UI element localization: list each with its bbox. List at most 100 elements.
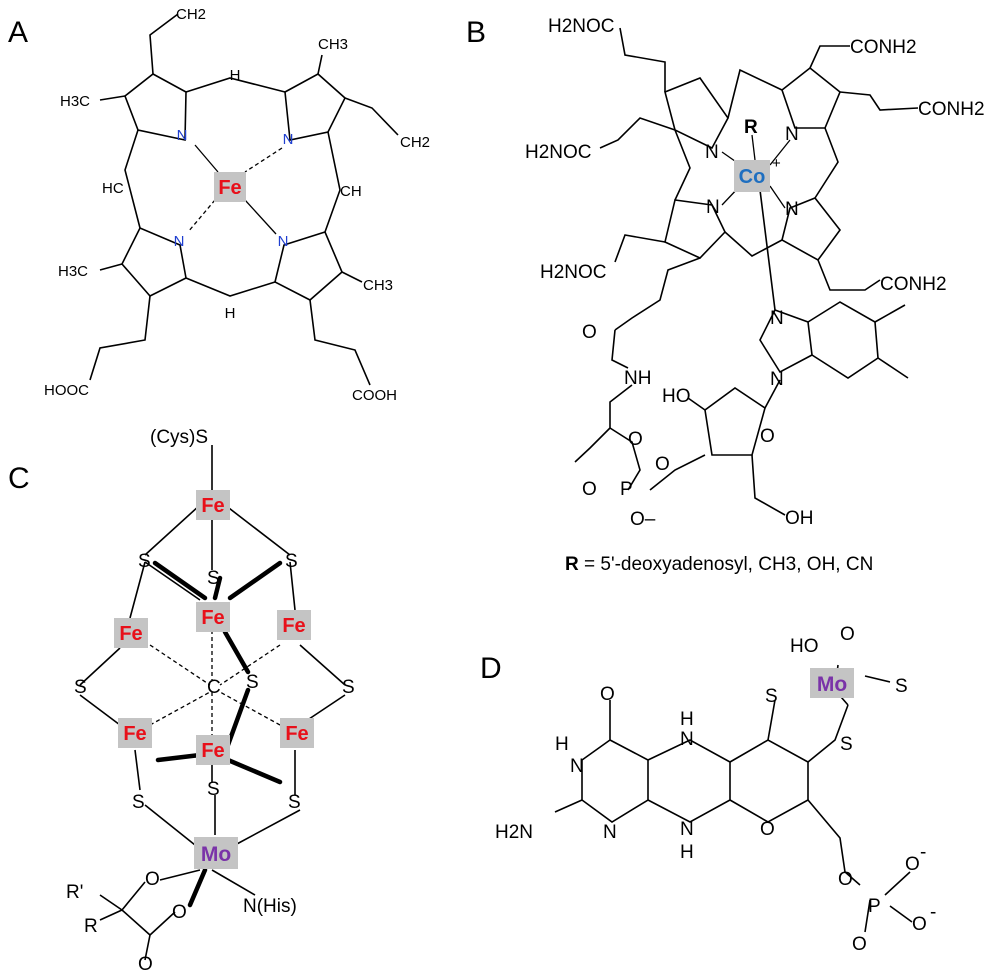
pterin-n1: N — [570, 756, 584, 777]
n-label-b1: N — [705, 142, 719, 163]
s-label-c5: S — [342, 677, 355, 698]
n-label-a4: N — [278, 233, 289, 250]
n-label-a1: N — [177, 127, 188, 144]
n-label-b3: N — [706, 197, 720, 218]
side-chain-1 — [619, 27, 666, 92]
imidazole-n2: N — [770, 369, 784, 390]
benzene-ring — [807, 301, 879, 379]
bonds-side-s — [79, 644, 346, 686]
panel-b-cobalamin: B Co — [466, 16, 985, 575]
meso-h-top: H — [230, 67, 241, 84]
r-prime-label: R' — [66, 882, 83, 903]
pyrrole-bottom-right — [274, 231, 343, 301]
phosphate-p: P — [620, 479, 633, 500]
dithiolene-s1: S — [765, 686, 778, 707]
phosphate-o-double: O — [852, 934, 867, 955]
side-chain-4 — [599, 117, 676, 149]
homocitrate-o2: O — [172, 902, 187, 923]
dimethyl-bonds — [874, 304, 909, 379]
amide-label-5: H2NOC — [540, 262, 607, 283]
panel-b-label: B — [466, 16, 486, 49]
pterin-n3: H — [680, 709, 694, 730]
mo-label-c: Mo — [201, 843, 231, 866]
propanolamine — [574, 384, 633, 463]
n-label-a3: N — [174, 233, 185, 250]
carbide-bonds — [149, 630, 281, 740]
s-label-c4: S — [74, 677, 87, 698]
fe-label-c7: Fe — [285, 723, 308, 745]
corrin-ring-1 — [664, 77, 729, 150]
meso-bridge-left — [124, 129, 141, 229]
fe-label-c5: Fe — [123, 723, 146, 745]
meso-h-bottom: H — [225, 305, 236, 322]
ribose-ring — [704, 387, 766, 456]
fe-box-c6 — [196, 735, 230, 765]
side-chain-3 — [839, 91, 919, 111]
fe-box-c4 — [277, 610, 311, 640]
mo-box-c — [194, 837, 238, 869]
fe-label-c4: Fe — [282, 615, 305, 637]
vinyl-ch2-1: CH2 — [176, 6, 206, 23]
cys-s-label: (Cys)S — [150, 427, 208, 448]
moco-substituents — [554, 699, 861, 886]
s-label-c9: S — [288, 792, 301, 813]
fe-label-c3: Fe — [201, 607, 224, 629]
ribose-ch2oh — [751, 454, 786, 516]
panel-d-label: D — [480, 652, 502, 685]
fe-label-a: Fe — [218, 177, 241, 199]
pterin-n4: N — [680, 819, 694, 840]
amino-label: H2N — [495, 822, 533, 843]
amide-label-3: CONH2 — [918, 99, 985, 120]
side-chain-7 — [614, 257, 701, 331]
minus-sign-2: - — [930, 902, 936, 923]
pyrimidine-ring — [581, 700, 649, 823]
bond-co-benzimidazole — [759, 189, 776, 311]
dithiolene-s2: S — [840, 734, 853, 755]
pterin-n4-h: H — [680, 842, 694, 863]
bond-fe-n3 — [187, 199, 216, 233]
bond-co-n2 — [769, 139, 791, 166]
fe-label-c2: Fe — [119, 623, 142, 645]
fe-box-a — [214, 172, 246, 202]
phosphate-o-ester: O — [838, 869, 853, 890]
carbide-c-label: C — [207, 677, 221, 698]
pyrazine-ring — [647, 739, 731, 823]
pyrrole-bottom-left — [121, 226, 187, 297]
methyl-bond-3 — [99, 263, 123, 271]
phosphate-bonds-d — [864, 871, 913, 933]
methyl-label-3: H3C — [58, 263, 88, 280]
bonds-upper-s — [129, 561, 296, 619]
pterin-n3-n: N — [680, 729, 694, 750]
bonds-mo-ligands — [159, 869, 256, 896]
minus-sign-1: - — [920, 842, 926, 863]
fe-box-c7 — [280, 718, 314, 748]
phosphate-ribose — [649, 454, 706, 491]
phosphate-o1: O — [628, 429, 643, 450]
amide-nh-bond — [611, 329, 629, 369]
mo-sulfido-label: S — [895, 676, 908, 697]
methyl-label-2: H3C — [60, 93, 90, 110]
side-chain-2 — [809, 45, 850, 69]
propionate-2 — [309, 299, 371, 386]
methyl-bond-2 — [99, 95, 126, 101]
mo-ho-label: HO — [790, 636, 819, 657]
amide-label-1: H2NOC — [548, 16, 615, 37]
bonds-s-mo — [144, 795, 301, 846]
panel-a-heme: A Fe N N N N H H HC — [8, 6, 430, 404]
pyrrole-top-left — [124, 73, 187, 141]
fe-box-c1 — [196, 490, 230, 520]
vinyl-1 — [149, 13, 179, 75]
panel-c-femoco: C Fe Fe Fe Fe Fe Fe Fe Mo (Cys)S S S — [8, 427, 355, 975]
panel-c-label: C — [8, 462, 30, 495]
pterin-h-label: H — [555, 734, 569, 755]
co-box — [734, 160, 770, 192]
amide-label-6: CONH2 — [880, 274, 947, 295]
corrin-bridge-right — [814, 127, 839, 199]
bond-co-r — [751, 134, 756, 161]
acid-label-1: HOOC — [44, 382, 89, 399]
wedge-bonds-lower — [155, 752, 283, 785]
carbonyl-o-b: O — [582, 322, 597, 343]
bond-co-n4 — [769, 185, 786, 209]
meso-bridge-right — [324, 131, 341, 233]
